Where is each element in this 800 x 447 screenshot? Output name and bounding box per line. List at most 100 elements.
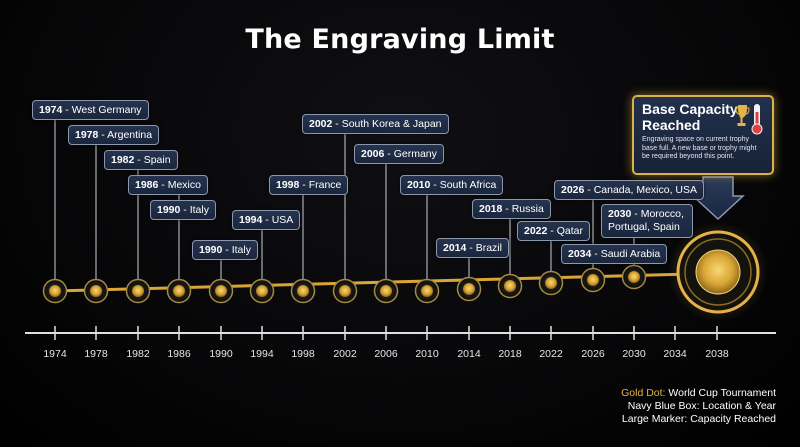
tick-label: 2026 (581, 348, 605, 360)
event-label-box: 2010 - South Africa (400, 175, 504, 195)
legend: Gold Dot: World Cup Tournament Navy Blue… (621, 387, 776, 426)
event-location: Mexico (167, 179, 201, 191)
event-year: 1978 (75, 129, 99, 141)
event-year: 1986 (135, 179, 159, 191)
tick-label: 1978 (84, 348, 108, 360)
event-separator: - (384, 148, 394, 160)
event-separator: - (584, 184, 594, 196)
capacity-marker-part (695, 249, 741, 295)
event-location: South Korea & Japan (341, 118, 442, 130)
event-location: South Africa (439, 179, 497, 191)
tournament-dot (380, 285, 392, 297)
event-separator: - (547, 225, 557, 237)
tournament-dot (256, 285, 268, 297)
capacity-marker (668, 222, 768, 322)
event-label-box: 2002 - South Korea & Japan (302, 114, 449, 134)
tournament-dot (545, 277, 557, 289)
tick-label: 1994 (250, 348, 274, 360)
tournament-dot (587, 274, 599, 286)
tournament-dot (173, 285, 185, 297)
tick-label: 1986 (167, 348, 191, 360)
event-location: Italy (189, 204, 209, 216)
event-location: Italy (231, 244, 251, 256)
event-location: Canada, Mexico, USA (593, 184, 698, 196)
legend-navy-box: Navy Blue Box: Location & Year (627, 400, 776, 412)
event-year: 1974 (39, 104, 63, 116)
tournament-dot (421, 285, 433, 297)
tick-label: 2014 (457, 348, 481, 360)
tournament-dot (339, 285, 351, 297)
event-label-box: 1978 - Argentina (68, 125, 160, 145)
legend-large-marker: Large Marker: Capacity Reached (621, 413, 776, 425)
diagram-title: The Engraving Limit (245, 24, 555, 55)
tick-label: 2038 (705, 348, 729, 360)
event-year: 2030 (608, 208, 632, 220)
event-separator: - (502, 203, 512, 215)
event-year: 2034 (568, 248, 592, 260)
event-location: USA (271, 214, 294, 226)
event-year: 1998 (276, 179, 300, 191)
event-separator: - (591, 248, 601, 260)
event-separator: - (299, 179, 309, 191)
tick-label: 2002 (333, 348, 357, 360)
tick-label: 2006 (374, 348, 398, 360)
capacity-callout: Base Capacity Reached Engraving space on… (632, 95, 774, 175)
tick-label: 1974 (43, 348, 67, 360)
event-separator: - (466, 242, 476, 254)
tournament-dots (42, 264, 647, 304)
event-label-box: 1974 - West Germany (32, 100, 149, 120)
event-year: 1990 (157, 204, 181, 216)
event-location: Argentina (107, 129, 153, 141)
event-label-box: 2014 - Brazil (436, 238, 509, 258)
event-separator: - (180, 204, 190, 216)
capacity-title: Base Capacity Reached (642, 101, 738, 133)
tournament-dot (215, 285, 227, 297)
event-label-box: 2030 - Morocco, Portugal, Spain (601, 204, 693, 238)
event-year: 1982 (111, 154, 135, 166)
event-label-box: 1982 - Spain (104, 150, 178, 170)
event-separator: - (222, 244, 232, 256)
event-label-box: 2018 - Russia (472, 199, 551, 219)
event-year: 1990 (199, 244, 223, 256)
tick-label: 2034 (663, 348, 687, 360)
event-location: Qatar (556, 225, 583, 237)
event-separator: - (262, 214, 272, 226)
event-year: 1994 (239, 214, 263, 226)
event-location: Saudi Arabia (600, 248, 661, 260)
event-label-box: 1998 - France (269, 175, 349, 195)
tournament-dot (90, 285, 102, 297)
trophy-icon (735, 104, 763, 135)
event-separator: - (134, 154, 144, 166)
event-location: Brazil (475, 242, 502, 254)
event-year: 2026 (561, 184, 585, 196)
tick-label: 2018 (498, 348, 522, 360)
event-year: 2018 (479, 203, 503, 215)
event-year: 2022 (524, 225, 548, 237)
event-location: Morocco, Portugal, Spain (608, 208, 684, 233)
event-separator: - (98, 129, 108, 141)
tick-label: 2010 (415, 348, 439, 360)
tournament-dot (132, 285, 144, 297)
event-separator: - (158, 179, 168, 191)
event-separator: - (430, 179, 440, 191)
event-year: 2014 (443, 242, 467, 254)
event-location: Spain (143, 154, 171, 166)
event-label-box: 2006 - Germany (354, 144, 444, 164)
tick-label: 1998 (291, 348, 315, 360)
event-location: Russia (511, 203, 544, 215)
tournament-dot (297, 285, 309, 297)
legend-gold-dot: Gold Dot: World Cup Tournament (621, 387, 776, 399)
event-year: 2006 (361, 148, 385, 160)
event-location: France (308, 179, 342, 191)
event-location: West Germany (71, 104, 142, 116)
tournament-dot (628, 271, 640, 283)
event-year: 2010 (407, 179, 431, 191)
tick-label: 2022 (539, 348, 563, 360)
tournament-dot (504, 280, 516, 292)
tick-label: 1990 (209, 348, 233, 360)
event-label-box: 2034 - Saudi Arabia (561, 244, 668, 264)
tournament-dot (463, 283, 475, 295)
tournament-dot (49, 285, 61, 297)
